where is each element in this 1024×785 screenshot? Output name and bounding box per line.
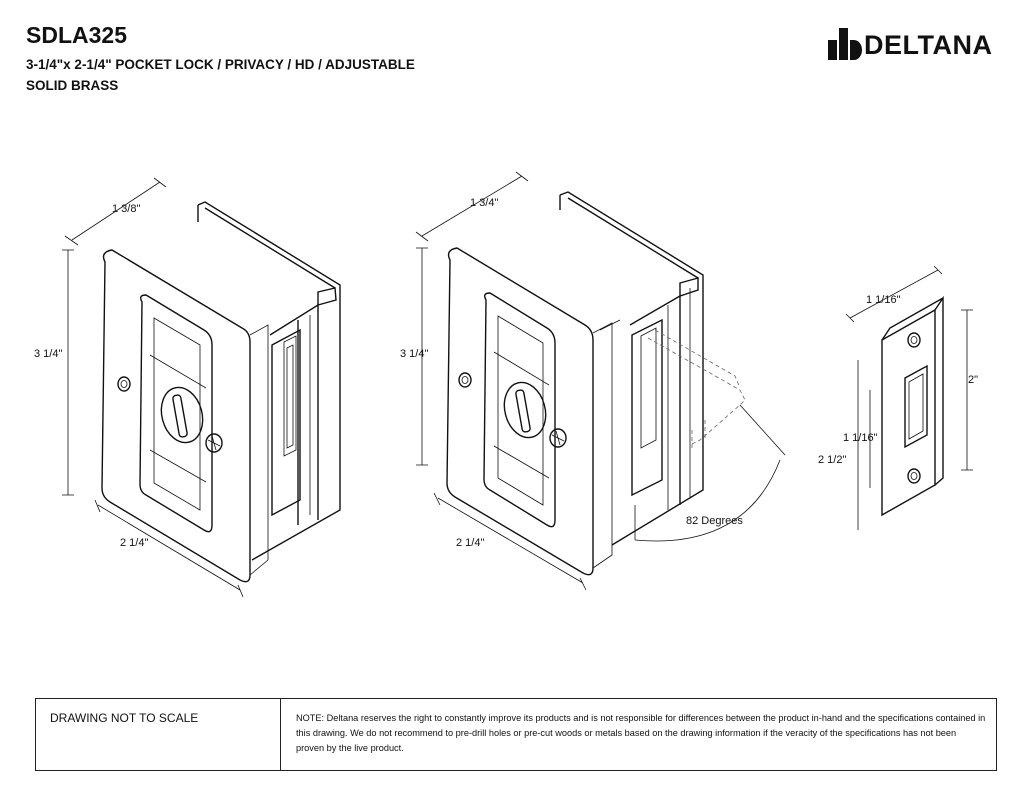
strike-plate-view: [845, 265, 973, 530]
dim-strike-height: 2 1/2": [818, 454, 847, 466]
product-description: 3-1/4"x 2-1/4" POCKET LOCK / PRIVACY / H…: [26, 57, 415, 72]
dim-view1-width: 2 1/4": [120, 537, 149, 549]
product-material: SOLID BRASS: [26, 78, 119, 93]
title-block-left-cell: DRAWING NOT TO SCALE: [36, 699, 281, 770]
dim-view2-height: 3 1/4": [400, 348, 429, 360]
dim-strike-opening: 1 1/16": [843, 432, 878, 444]
pocket-lock-closed-view: [62, 177, 341, 598]
dim-view1-depth: 1 3/8": [112, 203, 141, 215]
dim-strike-width: 1 1/16": [866, 294, 901, 306]
pocket-lock-open-view: [415, 171, 786, 591]
dim-strike-hole-spacing: 2": [968, 374, 979, 386]
logo-wordmark: DELTANA: [864, 30, 993, 60]
dim-view2-angle: 82 Degrees: [686, 515, 743, 527]
scale-note: DRAWING NOT TO SCALE: [50, 711, 199, 725]
title-block: DRAWING NOT TO SCALE NOTE: Deltana reser…: [35, 698, 997, 771]
dim-view1-height: 3 1/4": [34, 348, 63, 360]
disclaimer-note: NOTE: Deltana reserves the right to cons…: [296, 713, 986, 753]
dim-view2-depth: 1 3/4": [470, 197, 499, 209]
dim-view2-width: 2 1/4": [456, 537, 485, 549]
technical-drawing: [62, 171, 973, 598]
brand-logo: DELTANA: [826, 24, 1011, 66]
product-code: SDLA325: [26, 22, 127, 48]
logo-mark-icon: [828, 28, 862, 60]
